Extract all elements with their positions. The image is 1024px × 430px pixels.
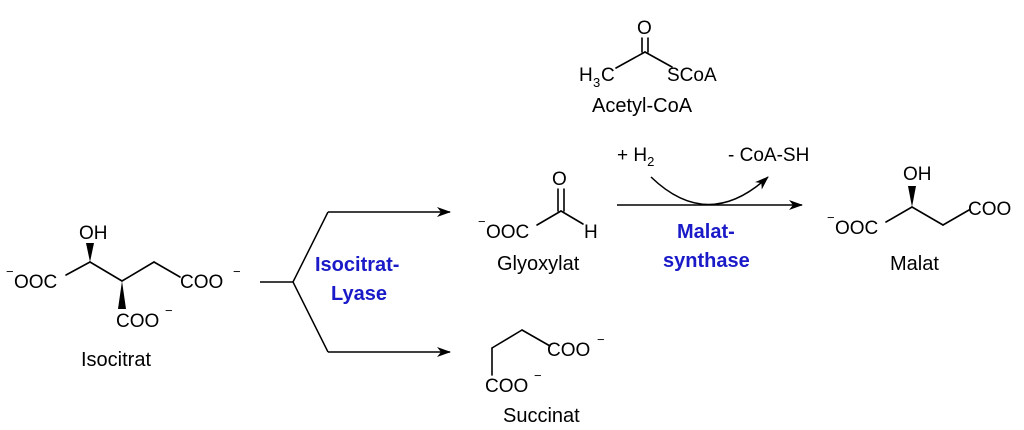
molecule-isocitrat: OH − OOC COO − COO − Isocitrat xyxy=(6,223,241,371)
synthase-reaction-arrows xyxy=(617,176,803,210)
succinat-bottom-charge: − xyxy=(534,368,542,383)
isocitrat-bottom-charge: − xyxy=(165,303,173,318)
molecule-acetyl-coa: O H 3 C SCoA Acetyl-CoA xyxy=(579,18,717,117)
molecule-malat: OH − OOC COO Malat xyxy=(827,164,1011,275)
cosubstrate-plus-h2: + H2 xyxy=(617,145,654,169)
enzyme-malatsynthase-line1: Malat- xyxy=(677,221,735,243)
isocitrat-right-charge: − xyxy=(233,264,241,279)
acetyl-coa-oxygen: O xyxy=(637,18,652,39)
coproduct-minus-coa-sh: - CoA-SH xyxy=(728,145,809,166)
glyoxylat-charge: − xyxy=(478,214,486,229)
bond xyxy=(885,206,913,223)
enzyme-malatsynthase-line2: synthase xyxy=(663,250,750,272)
bond xyxy=(560,210,584,225)
arrow-branch-down xyxy=(292,281,329,353)
malat-name: Malat xyxy=(890,253,939,275)
succinat-name: Succinat xyxy=(503,405,580,427)
succinat-bottom-group: COO xyxy=(485,376,528,397)
bond xyxy=(942,209,970,226)
curved-arrow-cosubstrate xyxy=(650,176,769,206)
bond xyxy=(121,261,155,282)
bond xyxy=(89,261,123,282)
malat-oh-label: OH xyxy=(903,164,932,185)
arrow-branch-up xyxy=(292,211,329,283)
isocitrat-name: Isocitrat xyxy=(81,349,151,371)
acetyl-coa-name: Acetyl-CoA xyxy=(592,95,693,117)
acetyl-coa-methyl-sub: 3 xyxy=(593,75,600,90)
enzyme-isocitrat-lyase-line2: Lyase xyxy=(331,283,387,305)
bond xyxy=(644,51,673,68)
lyase-reaction-arrows xyxy=(260,207,451,357)
bond xyxy=(153,261,181,278)
malat-right-group: COO xyxy=(968,199,1011,220)
wedge-bond xyxy=(118,281,126,309)
bond xyxy=(911,206,944,226)
bond xyxy=(615,51,646,69)
glyoxylat-hydrogen: H xyxy=(584,222,598,243)
wedge-bond xyxy=(86,243,94,262)
acetyl-coa-thioester: SCoA xyxy=(667,65,717,86)
bond xyxy=(491,329,523,349)
isocitrat-oh-label: OH xyxy=(79,223,108,244)
enzyme-isocitrat-lyase-line1: Isocitrat- xyxy=(315,254,399,276)
molecule-glyoxylat: O − OOC H Glyoxylat xyxy=(478,169,598,275)
glyoxylat-oxygen: O xyxy=(552,169,567,190)
succinat-top-group: COO xyxy=(547,340,590,361)
bond xyxy=(536,210,562,226)
glyoxylat-left-group: OOC xyxy=(486,222,529,243)
malat-left-group: OOC xyxy=(835,218,878,239)
isocitrat-bottom-group: COO xyxy=(116,311,159,332)
malat-left-charge: − xyxy=(827,210,835,225)
succinat-top-charge: − xyxy=(597,332,605,347)
wedge-bond xyxy=(908,186,916,207)
acetyl-coa-methyl-h: H xyxy=(579,65,593,86)
isocitrat-right-group: COO xyxy=(180,272,223,293)
isocitrat-left-group: OOC xyxy=(14,272,57,293)
acetyl-coa-methyl-c: C xyxy=(601,65,615,86)
isocitrat-left-charge: − xyxy=(6,264,14,279)
glyoxylat-name: Glyoxylat xyxy=(497,253,580,275)
bond xyxy=(65,261,91,276)
bond xyxy=(521,329,551,347)
molecule-succinat: COO − COO − Succinat xyxy=(485,329,605,427)
